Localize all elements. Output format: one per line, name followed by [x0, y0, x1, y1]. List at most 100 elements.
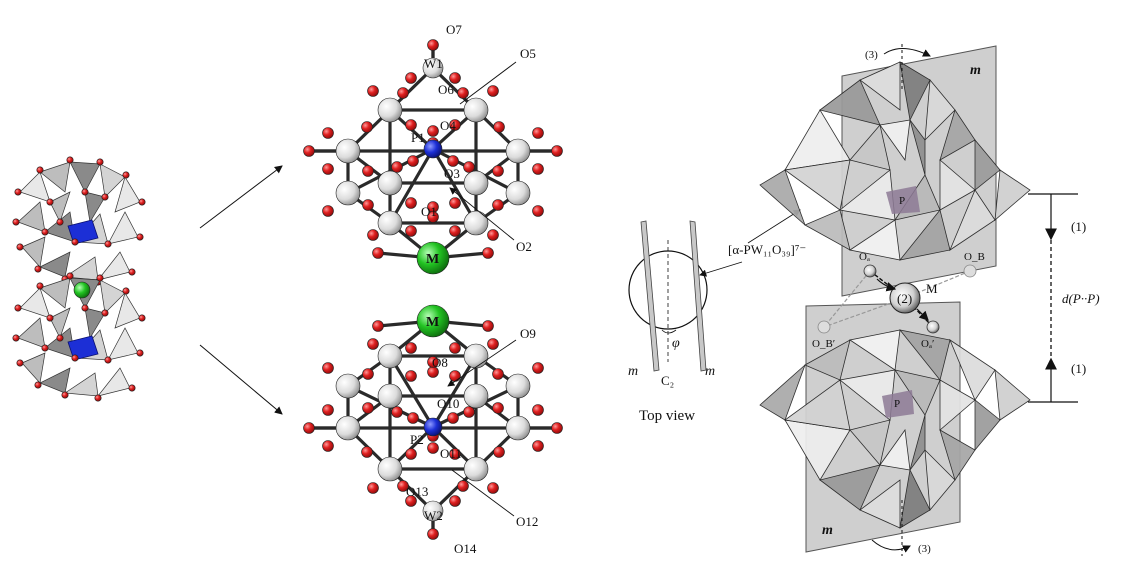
oxygen-atom [492, 368, 504, 380]
octahedron-face [19, 287, 51, 319]
move-arrow-upper [876, 278, 897, 292]
distance-label: d(P··P) [1062, 291, 1100, 306]
bond [388, 354, 435, 429]
octahedron-face [939, 159, 976, 211]
phosphate-tetrahedron [67, 335, 99, 361]
octahedron-face [859, 479, 901, 529]
mirror-label-top: m [970, 63, 981, 78]
rotation-arrow-top [883, 48, 931, 57]
keggin-polyhedra-bottom [759, 329, 1031, 529]
oxygen-atom [362, 199, 374, 211]
octahedron-face [759, 364, 806, 421]
phosphate-top [886, 186, 920, 214]
step1-label-top: (1) [1071, 219, 1086, 234]
oxygen-atom [138, 314, 146, 322]
oxygen-atom [492, 402, 504, 414]
label-o7: O7 [446, 22, 462, 37]
bond [431, 147, 478, 225]
tungsten-atom [505, 138, 531, 164]
tungsten-atom [377, 97, 403, 123]
octahedron-face [84, 307, 106, 339]
oxygen-atom [36, 166, 44, 174]
oxygen-atom [482, 320, 494, 332]
formula-to-polyhedron-arrow [747, 209, 801, 244]
oxygen-atom [34, 381, 42, 389]
tungsten-apical-atom [422, 57, 444, 79]
octahedron-face [949, 338, 996, 401]
octahedron-face [19, 171, 51, 203]
octahedron-face [39, 251, 71, 278]
label-o13: O13 [406, 484, 428, 499]
oxygen-atom [303, 422, 315, 434]
label-o4: O4 [440, 118, 456, 133]
leader-o2 [449, 187, 515, 241]
move-arrow-lower [916, 308, 929, 321]
oxygen-atom [362, 165, 374, 177]
oxygen-atom [449, 225, 461, 237]
oxygen-atom [405, 495, 417, 507]
bond [431, 354, 478, 429]
octahedron-face [99, 279, 126, 314]
octahedron-face [879, 119, 911, 162]
octahedron-face [804, 339, 851, 381]
oxygen-atom [14, 304, 22, 312]
axis-label-top: (3) [865, 49, 878, 61]
octahedron-face [63, 372, 99, 397]
oxygen-atom [71, 354, 79, 362]
oxygen-atom [122, 171, 130, 179]
oxygen-atom [407, 155, 419, 167]
label-o11: O11 [440, 446, 462, 461]
octahedron-face [994, 169, 1031, 221]
oxygen-atom [405, 225, 417, 237]
oxygen-atom [405, 342, 417, 354]
oxygen-atom [447, 412, 459, 424]
bond-oa-obprime [823, 270, 871, 328]
tungsten-atom [463, 97, 489, 123]
anion-formula-label: [α-PW₁₁O₃₉]⁷⁻ [728, 242, 806, 257]
tungsten-atom [335, 180, 361, 206]
octahedron-face [819, 464, 881, 511]
octahedron-face [97, 367, 131, 397]
octahedron-face [924, 78, 956, 142]
oxygen-atom [405, 448, 417, 460]
arrow-to-top-anion [199, 165, 283, 229]
tungsten-atom [335, 415, 361, 441]
oxygen-atom [138, 198, 146, 206]
octahedron-face [849, 124, 891, 171]
top-view-caption: Top view [639, 408, 695, 424]
oxygen-atom [16, 243, 24, 251]
octahedron-face [97, 251, 131, 281]
oxygen-atom [449, 119, 461, 131]
oxygen-atom [391, 406, 403, 418]
oxygen-atom [56, 218, 64, 226]
oxygen-atom [449, 370, 461, 382]
oxygen-atom [427, 528, 439, 540]
oxygen-atom [449, 342, 461, 354]
oxygen-atom [427, 442, 439, 454]
oxygen-atom [391, 161, 403, 173]
phosphorus-atom [423, 417, 443, 437]
label-o6: O6 [438, 82, 454, 97]
metal-label: M [426, 252, 439, 267]
metal-atom [73, 281, 91, 299]
oxygen-atom [322, 205, 334, 217]
octahedron-face [107, 327, 139, 361]
octahedron-face [783, 379, 851, 431]
mirror-label-left: m [628, 364, 638, 379]
oxygen-atom [532, 440, 544, 452]
arrow-to-bottom-anion [199, 344, 283, 415]
metal-atom [416, 304, 450, 338]
octahedron-face [759, 169, 806, 226]
oxygen-atom [41, 228, 49, 236]
oxygen-atom [136, 233, 144, 241]
oxygen-atom [427, 39, 439, 51]
oxygen-atom [405, 370, 417, 382]
atom-oa [863, 264, 877, 278]
oxygen-atom [405, 197, 417, 209]
tungsten-apical-atom [422, 500, 444, 522]
label-o8: O8 [432, 355, 448, 370]
ball-and-stick-top-anion: M [303, 39, 563, 275]
oxygen-atom [322, 127, 334, 139]
oxygen-atom [16, 359, 24, 367]
